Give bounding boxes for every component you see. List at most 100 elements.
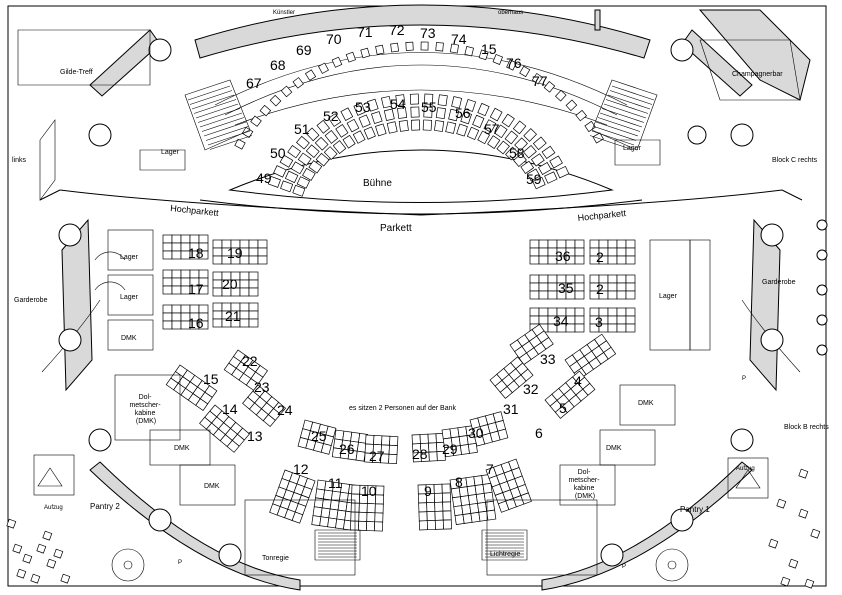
block-number: 58 xyxy=(509,145,525,161)
block-number: 28 xyxy=(412,446,428,462)
block-number: 71 xyxy=(357,24,373,40)
outer-ring-arc xyxy=(214,52,628,106)
bottom-seat-rows xyxy=(269,411,532,532)
block-number: 6 xyxy=(535,425,543,441)
block-number: 12 xyxy=(293,461,309,477)
dmk-right-top-label: DMK xyxy=(638,400,654,407)
lager-right-label: Lager xyxy=(659,293,678,300)
block-b-rechts-label: Block B rechts xyxy=(784,424,829,431)
block-number: 52 xyxy=(323,108,339,124)
champagnerbar-label: Champagnerbar xyxy=(732,71,783,78)
block-number: 30 xyxy=(468,425,484,441)
outer-ring-arc-inner xyxy=(224,64,618,116)
block-number: 23 xyxy=(254,379,270,395)
side-seat-rows xyxy=(162,234,636,453)
block-number: 29 xyxy=(442,441,458,457)
paver-pattern xyxy=(6,468,821,589)
block-number: 26 xyxy=(339,441,355,457)
block-number: 27 xyxy=(369,448,385,464)
dmk-right-mid-label: DMK xyxy=(606,445,622,452)
block-number: 17 xyxy=(188,281,204,297)
p-mid-right-label: P xyxy=(742,376,746,382)
stairs xyxy=(184,79,658,561)
lichtregie-label: Lichtregie xyxy=(490,551,520,558)
aufzug-right-label: Aufzug xyxy=(736,466,755,472)
dolmetscher-left-label: Dol- metscher- kabine (DMK) xyxy=(129,394,162,425)
p-right-label: P xyxy=(622,564,626,570)
block-number: 67 xyxy=(246,75,262,91)
block-number: 56 xyxy=(455,105,471,121)
block-number: 59 xyxy=(526,171,542,187)
block-number: 77 xyxy=(532,73,548,89)
garderobe-left-label: Garderobe xyxy=(14,297,48,304)
block-number: 54 xyxy=(390,96,406,112)
lager-top-left-label: Lager xyxy=(161,149,180,156)
block-number: 50 xyxy=(270,145,286,161)
kuenstler-label: Künstler xyxy=(273,10,295,16)
block-number: 55 xyxy=(421,99,437,115)
block-number: 33 xyxy=(540,351,556,367)
oberhaus-label: oberhaus xyxy=(498,10,523,16)
room-labels: Bühne Parkett Hochparkett Hochparkett Gi… xyxy=(12,10,829,570)
lager-left-1-label: Lager xyxy=(120,254,139,261)
block-number: 22 xyxy=(242,353,258,369)
right-rooms xyxy=(244,39,801,576)
block-number: 31 xyxy=(503,401,519,417)
block-number: 76 xyxy=(506,55,522,71)
block-number: 74 xyxy=(451,31,467,47)
block-number: 34 xyxy=(553,313,569,329)
outer-walls xyxy=(61,4,811,591)
block-number: 11 xyxy=(328,475,343,491)
block-number: 36 xyxy=(555,248,571,264)
block-number: 53 xyxy=(355,99,371,115)
block-number: 18 xyxy=(188,245,204,261)
upper-seat-rows xyxy=(234,41,604,197)
hochparkett-right-label: Hochparkett xyxy=(577,208,627,223)
parkett-label: Parkett xyxy=(380,223,412,234)
stage-outline xyxy=(228,149,614,203)
dolmetscher-right-label: Dol- metscher- kabine (DMK) xyxy=(568,469,601,500)
lager-left-2-label: Lager xyxy=(120,294,139,301)
block-number: 57 xyxy=(484,121,500,137)
block-number: 70 xyxy=(326,31,342,47)
block-c-rechts-label: Block C rechts xyxy=(772,157,818,164)
left-rooms xyxy=(17,29,236,506)
links-label: links xyxy=(12,157,27,164)
bench-note: es sitzen 2 Personen auf der Bank xyxy=(349,405,457,412)
block-number: 49 xyxy=(256,170,272,186)
pantry-left-label: Pantry 2 xyxy=(90,502,120,511)
block-number: 73 xyxy=(420,25,436,41)
hochparkett-left-label: Hochparkett xyxy=(170,203,220,218)
parkett-edge xyxy=(199,199,643,215)
block-number: 68 xyxy=(270,57,286,73)
block-number: 5 xyxy=(559,400,567,416)
dmk-left-bottom-label: DMK xyxy=(204,483,220,490)
block-number: 15 xyxy=(481,41,497,57)
block-number: 32 xyxy=(523,381,539,397)
stage-label: Bühne xyxy=(363,178,392,189)
lager-top-right-label: Lager xyxy=(623,145,642,152)
block-number: 9 xyxy=(424,483,432,499)
block-number: 13 xyxy=(247,428,263,444)
block-number: 16 xyxy=(188,315,204,331)
pantry-right-label: Pantry 1 xyxy=(680,505,710,514)
aufzug-left-label: Aufzug xyxy=(44,505,63,511)
block-number: 8 xyxy=(455,474,463,490)
block-number: 10 xyxy=(361,483,377,499)
dmk-left-top-label: DMK xyxy=(121,335,137,342)
block-number: 14 xyxy=(222,401,238,417)
spiral-stairs xyxy=(111,548,689,582)
block-number: 21 xyxy=(225,308,241,324)
upper-tier-arc xyxy=(234,89,608,126)
block-number: 15 xyxy=(203,371,219,387)
scalloped-ring xyxy=(39,189,803,373)
block-number: 4 xyxy=(574,373,582,389)
block-number: 7 xyxy=(486,461,494,477)
block-number: 72 xyxy=(389,22,405,38)
block-number: 25 xyxy=(311,428,327,444)
block-number: 19 xyxy=(227,245,243,261)
block-number: 2 xyxy=(596,249,604,265)
block-number: 2 xyxy=(596,281,604,297)
gilde-treff-label: Gilde-Treff xyxy=(60,69,93,76)
